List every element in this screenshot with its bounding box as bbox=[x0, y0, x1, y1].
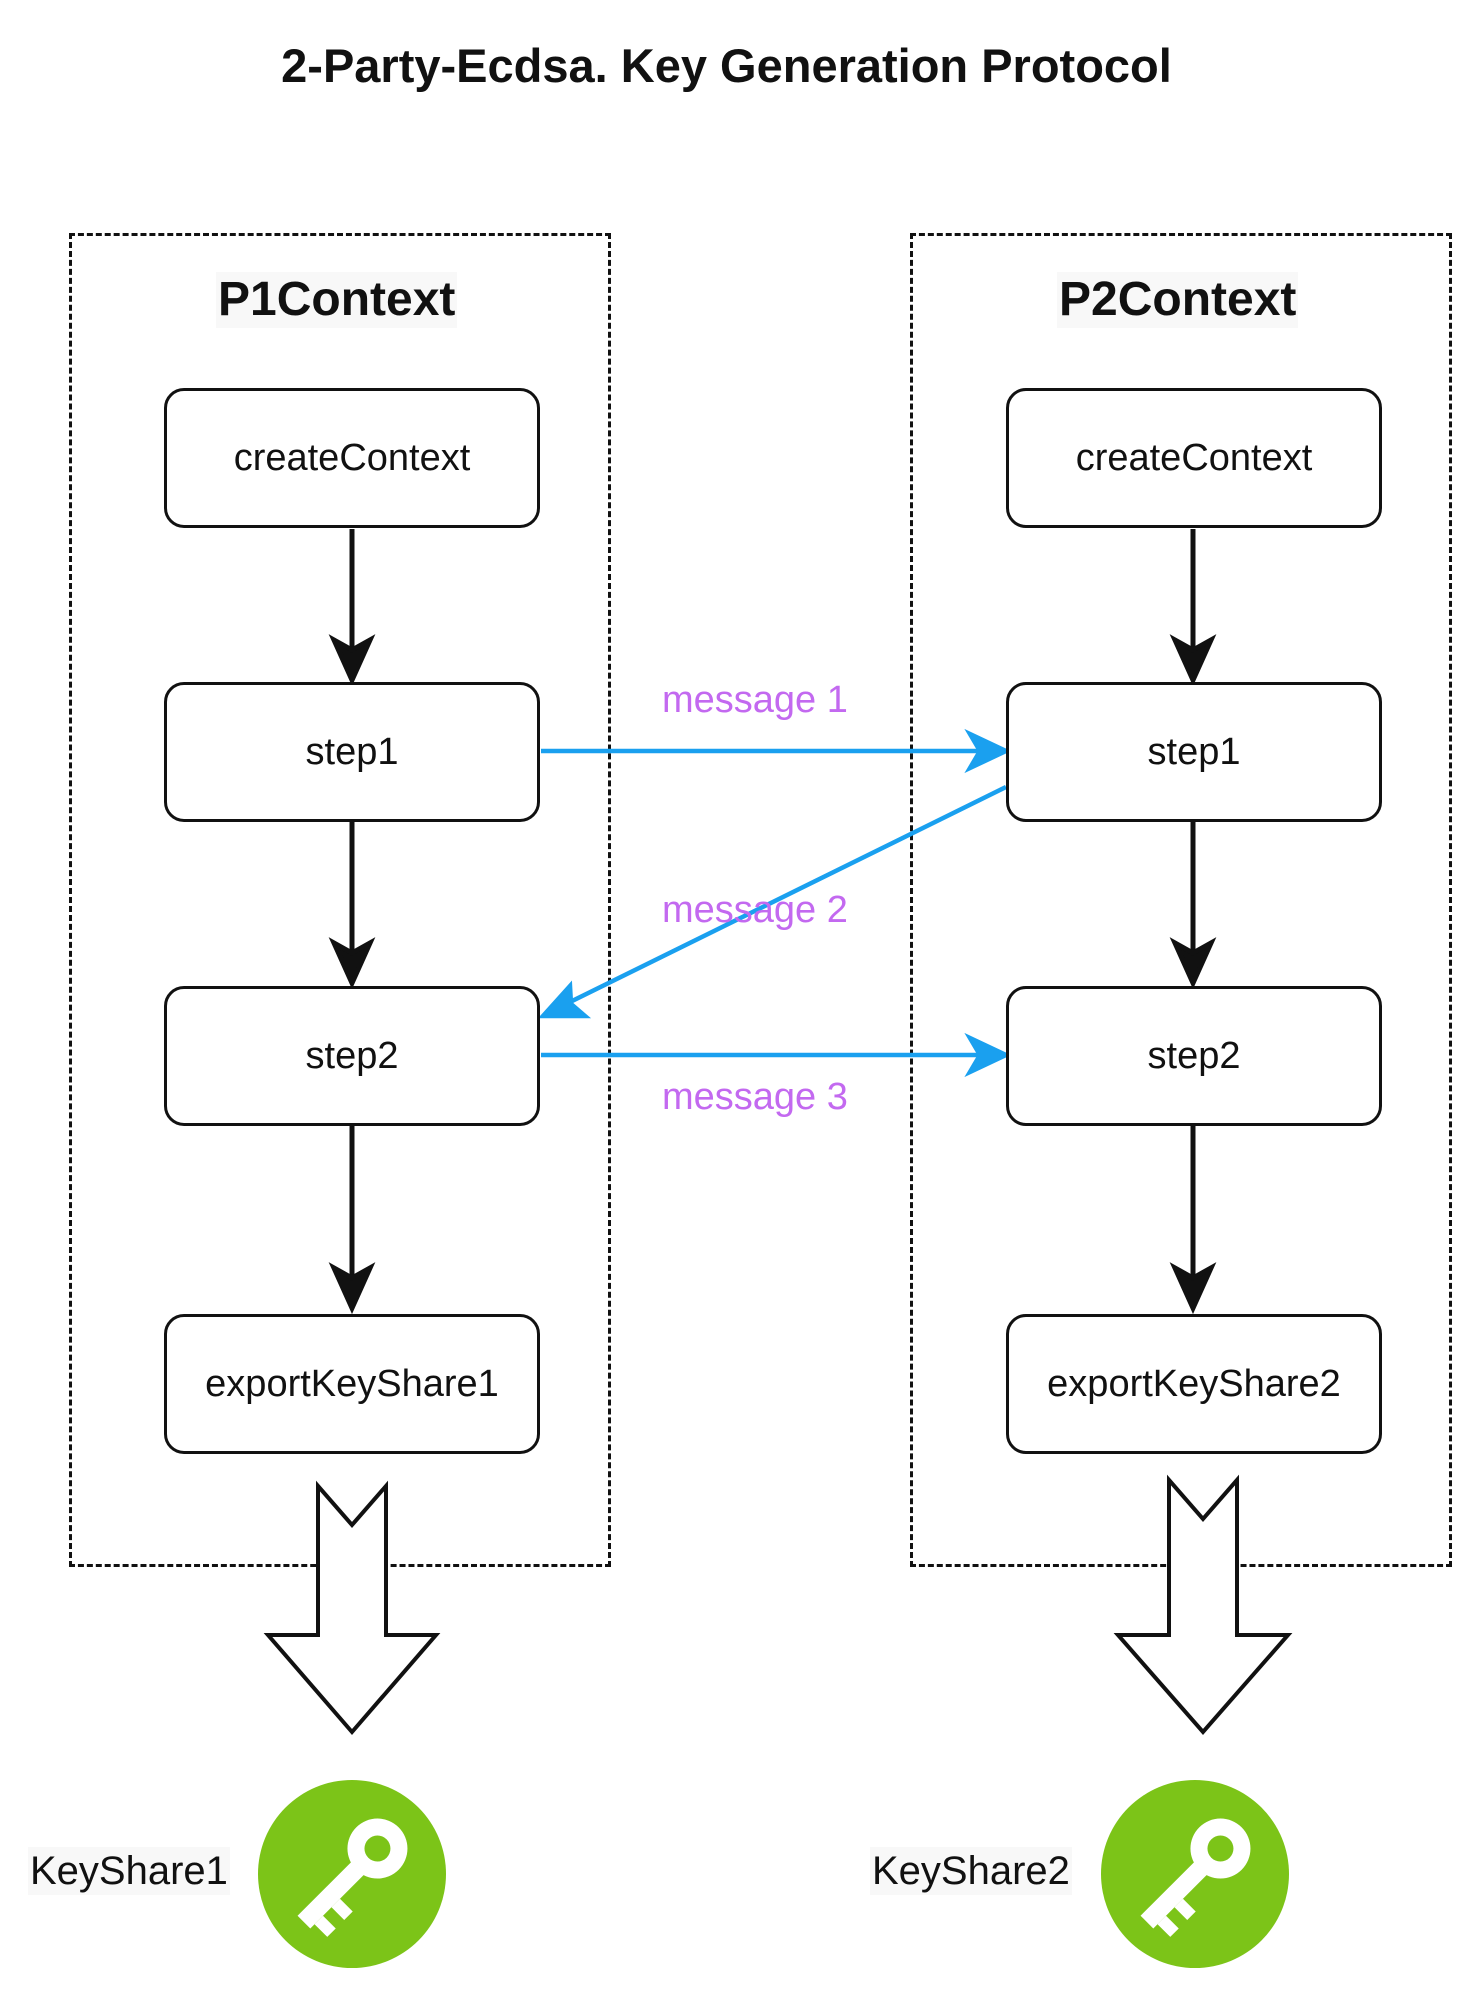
p1-step2-node: step2 bbox=[164, 986, 540, 1126]
keyshare2-label: KeyShare2 bbox=[870, 1847, 1072, 1895]
message-3-arrow bbox=[541, 1032, 1012, 1078]
message-2-label: message 2 bbox=[662, 889, 848, 931]
p2-step1-node: step1 bbox=[1006, 682, 1382, 822]
message-1-arrow bbox=[541, 728, 1012, 774]
key-icon bbox=[1101, 1780, 1289, 1968]
message-2-arrow bbox=[537, 784, 1007, 1019]
p2-create-context-node: createContext bbox=[1006, 388, 1382, 528]
p1-flow-arrows bbox=[328, 529, 376, 1315]
p1-context-title: P1Context bbox=[216, 272, 458, 328]
message-3-label: message 3 bbox=[662, 1076, 848, 1118]
diagram-title: 2-Party-Ecdsa. Key Generation Protocol bbox=[281, 39, 1172, 92]
p1-step1-node: step1 bbox=[164, 682, 540, 822]
p1-export-keyshare-node: exportKeyShare1 bbox=[164, 1314, 540, 1454]
message-1-label: message 1 bbox=[662, 679, 848, 721]
key-icon bbox=[258, 1780, 446, 1968]
p2-step2-node: step2 bbox=[1006, 986, 1382, 1126]
hollow-down-arrow-icon bbox=[263, 1480, 441, 1736]
hollow-down-arrow-icon bbox=[1113, 1474, 1293, 1736]
p2-context-title: P2Context bbox=[1057, 272, 1299, 328]
p2-export-keyshare-node: exportKeyShare2 bbox=[1006, 1314, 1382, 1454]
keyshare1-label: KeyShare1 bbox=[28, 1847, 230, 1895]
p1-create-context-node: createContext bbox=[164, 388, 540, 528]
p2-flow-arrows bbox=[1169, 529, 1217, 1315]
